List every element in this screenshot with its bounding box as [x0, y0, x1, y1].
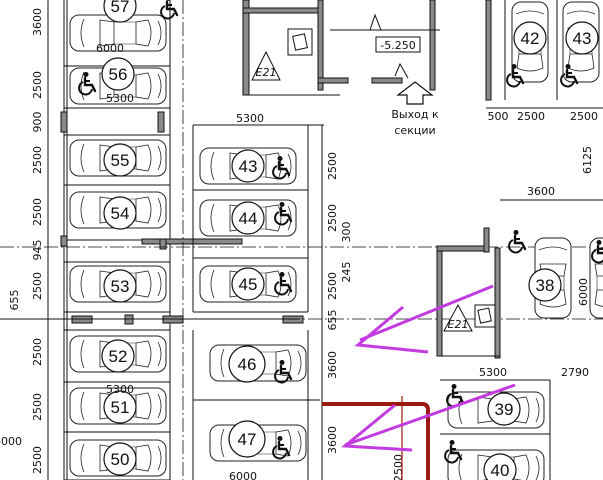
svg-text:2500: 2500: [326, 152, 339, 180]
space-number: 47: [238, 430, 257, 449]
door-tag: E21: [251, 50, 281, 81]
svg-text:2500: 2500: [326, 272, 339, 300]
svg-text:6000: 6000: [577, 278, 590, 306]
space-number: 46: [238, 355, 257, 374]
svg-text:2500: 2500: [31, 71, 44, 99]
svg-text:2500: 2500: [570, 110, 598, 123]
svg-text:500: 500: [488, 110, 509, 123]
svg-text:2500: 2500: [31, 446, 44, 474]
ramp-outline: [322, 396, 430, 480]
svg-text:655: 655: [326, 310, 339, 331]
svg-text:2500: 2500: [392, 454, 405, 480]
svg-text:6000: 6000: [229, 470, 257, 480]
space-number: 50: [111, 450, 130, 469]
space-number: 57: [111, 0, 130, 16]
exit-label: Выход к: [391, 108, 439, 121]
accessibility-icon: [507, 228, 527, 254]
stair-icon: [474, 304, 496, 328]
middle-parking-column: 43 44 45 46 47 5300 2500 2500 300 245 25…: [192, 112, 405, 480]
stair-icon: [287, 28, 313, 56]
svg-text:945: 945: [31, 240, 44, 261]
svg-text:2500: 2500: [31, 146, 44, 174]
accessibility-icon: [159, 0, 179, 20]
space-number: 52: [109, 347, 128, 366]
left-parking-column: 57 56 55 54 53 52 51 50: [0, 0, 304, 480]
svg-text:2790: 2790: [561, 366, 589, 379]
space-number: 39: [495, 400, 514, 419]
lower-stair-core: E21 3600: [436, 185, 603, 359]
svg-text:E21: E21: [256, 66, 277, 79]
annotation-arrows: [341, 284, 516, 452]
svg-text:3600: 3600: [31, 8, 44, 36]
svg-text:2500: 2500: [31, 198, 44, 226]
svg-text:2500: 2500: [31, 393, 44, 421]
svg-text:2500: 2500: [31, 338, 44, 366]
svg-text:2500: 2500: [31, 272, 44, 300]
space-number: 40: [491, 461, 510, 480]
svg-text:5300: 5300: [236, 112, 264, 125]
exit-arrow-icon: [396, 81, 434, 105]
svg-text:2500: 2500: [326, 204, 339, 232]
door-tag: E21: [443, 303, 473, 332]
space-number: 43: [573, 29, 592, 48]
svg-text:E21: E21: [448, 318, 469, 331]
svg-text:900: 900: [31, 112, 44, 133]
svg-text:300: 300: [340, 222, 353, 243]
space-number: 42: [521, 29, 540, 48]
svg-text:6000: 6000: [96, 42, 124, 55]
svg-text:2500: 2500: [517, 110, 545, 123]
svg-text:5300: 5300: [479, 366, 507, 379]
space-number: 45: [239, 275, 258, 294]
svg-text:6000: 6000: [0, 435, 22, 448]
svg-text:655: 655: [8, 290, 21, 311]
exit-label: секции: [394, 124, 435, 137]
top-right-parking: 42 43 500 2500 2500 6125: [486, 0, 603, 174]
left-dimensions: 3600 2500 900 2500 2500 945 2500 655 250…: [0, 0, 134, 480]
space-number: 56: [109, 65, 128, 84]
space-number: 55: [111, 151, 130, 170]
space-number: 43: [239, 157, 258, 176]
space-number: 53: [111, 277, 130, 296]
stair-core: E21 -5.250 Выход к секции: [242, 0, 492, 137]
space-number: 51: [111, 398, 130, 417]
svg-text:3600: 3600: [326, 426, 339, 454]
space-number: 38: [536, 276, 555, 295]
svg-text:3600: 3600: [326, 351, 339, 379]
svg-text:-5.250: -5.250: [380, 39, 415, 52]
space-number: 54: [111, 204, 130, 223]
svg-text:6125: 6125: [581, 146, 594, 174]
right-parking-38: 38 6000: [528, 237, 603, 319]
svg-text:5300: 5300: [106, 383, 134, 396]
space-number: 44: [239, 209, 258, 228]
svg-text:5300: 5300: [106, 92, 134, 105]
svg-text:3600: 3600: [527, 185, 555, 198]
level-mark: -5.250: [375, 36, 421, 53]
bottom-right-parking: 5300 2790 39 40: [440, 366, 589, 480]
svg-text:245: 245: [340, 262, 353, 283]
